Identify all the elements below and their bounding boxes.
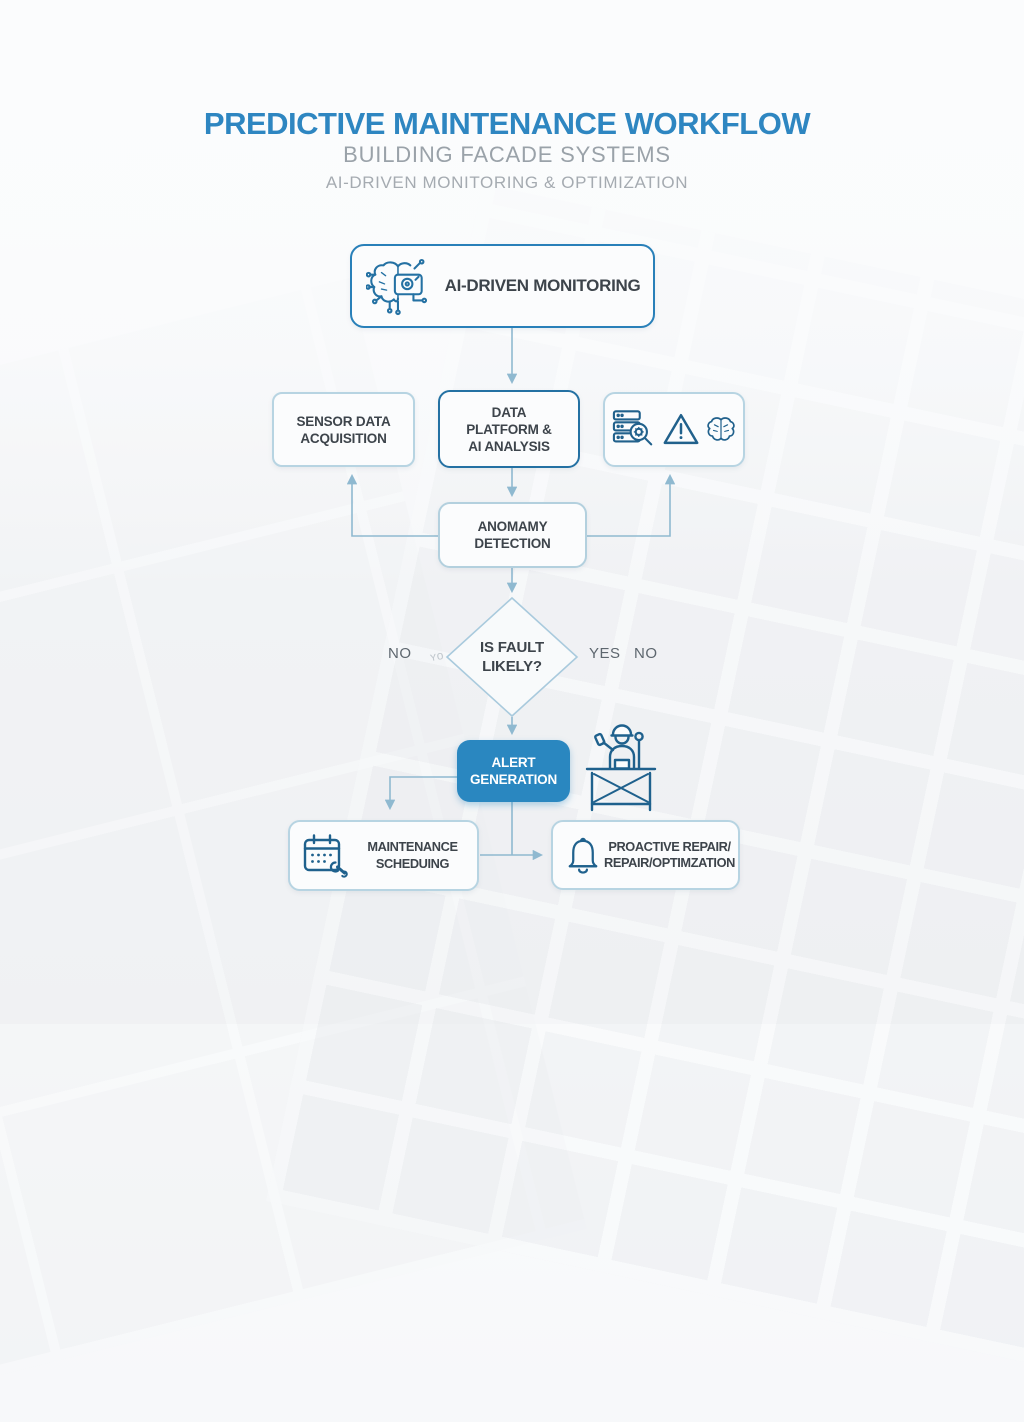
- node-alert-generation: ALERT GENERATION: [457, 740, 570, 802]
- node-data-platform-ai-analysis: DATA PLATFORM & AI ANALYSIS: [438, 390, 580, 468]
- connector-anomaly-sensor: [346, 473, 438, 537]
- server-search-icon: [612, 408, 656, 452]
- brain-icon: [706, 415, 736, 444]
- branch-label-no-scribble: ʏo: [428, 647, 446, 665]
- node-ai-driven-monitoring: AI-DRIVEN MONITORING: [350, 244, 655, 328]
- branch-label-no: NO: [388, 645, 412, 662]
- node-proactive-repair-optimization: PROACTIVE REPAIR/ REPAIR/OPTIMZATION: [551, 820, 740, 890]
- node-label: PROACTIVE REPAIR/ REPAIR/OPTIMZATION: [604, 838, 735, 871]
- node-maintenance-scheduling: MAINTENANCE SCHEDUING: [288, 820, 479, 891]
- node-analysis-icon-panel: [603, 392, 745, 467]
- connector-layer: [346, 328, 676, 861]
- node-label: SENSOR DATA ACQUISITION: [296, 413, 391, 446]
- node-label: DATA PLATFORM & AI ANALYSIS: [466, 404, 552, 454]
- calendar-wrench-icon: [302, 833, 348, 878]
- node-anomaly-detection: ANOMAMY DETECTION: [438, 502, 587, 568]
- page-title: PREDICTIVE MAINTENANCE WORKFLOW: [203, 106, 811, 141]
- worker-scaffold-icon: [582, 724, 660, 812]
- node-label: IS FAULT LIKELY?: [480, 639, 544, 675]
- page-subtitle: BUILDING FACADE SYSTEMS: [343, 142, 671, 167]
- node-label: ANOMAMY DETECTION: [474, 519, 551, 551]
- page-tagline: AI-DRIVEN MONITORING & OPTIMIZATION: [325, 173, 689, 192]
- decision-diamond-shape: [445, 596, 579, 718]
- warning-triangle-icon: [661, 411, 701, 448]
- node-sensor-data-acquisition: SENSOR DATA ACQUISITION: [272, 392, 415, 467]
- branch-label-yes: YES: [589, 645, 621, 662]
- brain-camera-icon: [366, 256, 432, 316]
- connector-alert-maintenance: [384, 776, 457, 811]
- node-label: MAINTENANCE SCHEDUING: [367, 839, 458, 871]
- node-decision-is-fault-likely: IS FAULT LIKELY?: [446, 597, 578, 717]
- bell-icon: [565, 836, 601, 875]
- node-label: AI-DRIVEN MONITORING: [444, 276, 641, 295]
- node-label: ALERT GENERATION: [469, 754, 557, 788]
- branch-label-yes-no: NO: [634, 645, 658, 662]
- connector-anomaly-iconpanel: [587, 473, 676, 537]
